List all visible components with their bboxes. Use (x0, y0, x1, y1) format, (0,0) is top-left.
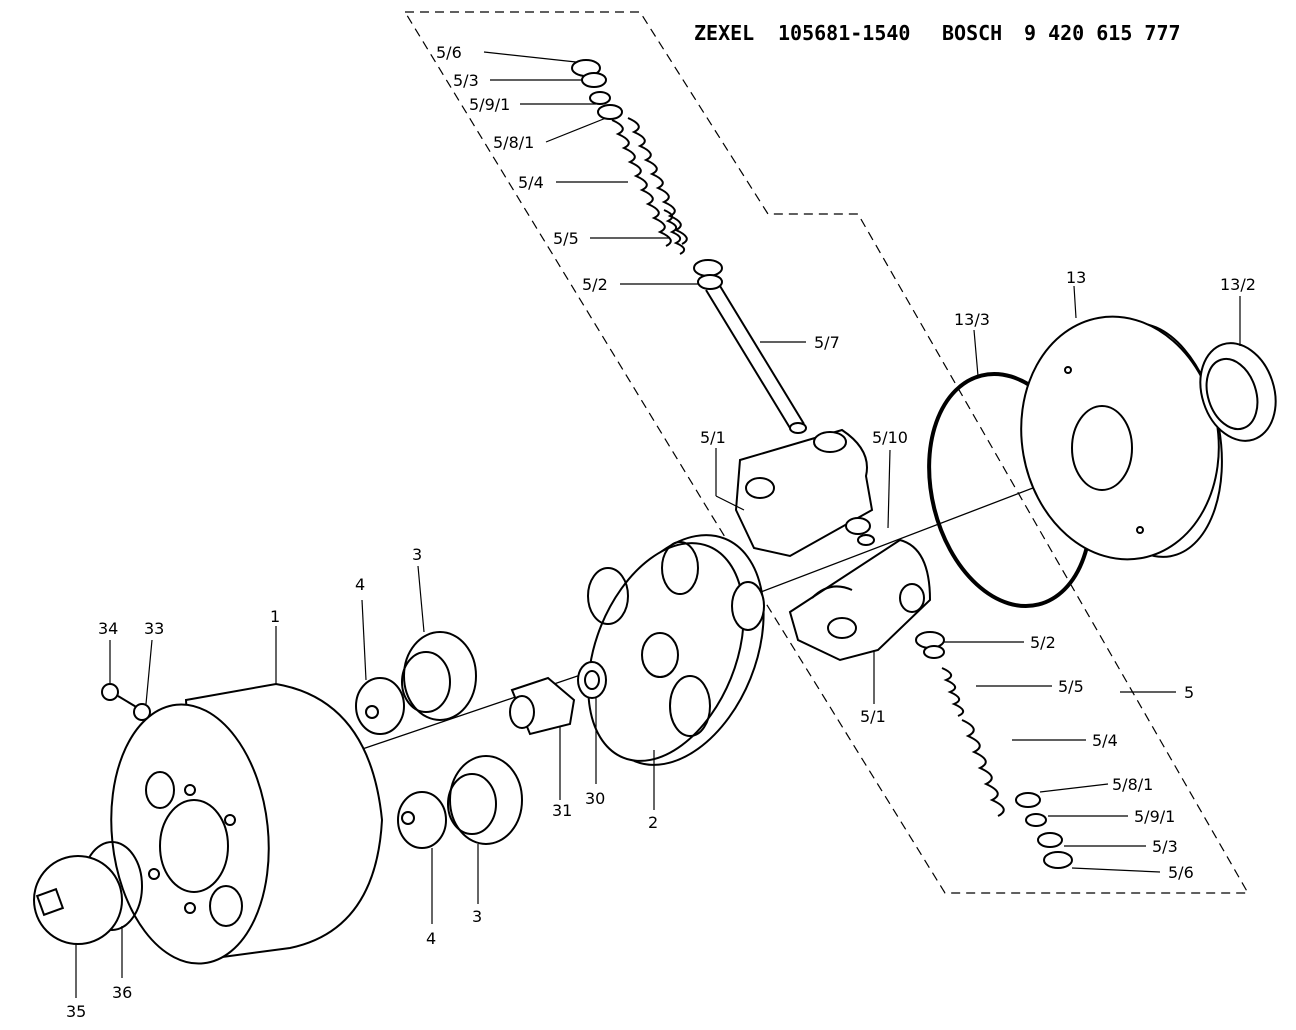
label-30: 30 (585, 789, 605, 808)
washer-and-sleeve (509, 661, 607, 736)
label-5-10: 5/10 (872, 428, 908, 447)
bearing-13-2 (1199, 342, 1277, 442)
screw-and-washer (101, 683, 151, 721)
label-13-2: 13/2 (1220, 275, 1256, 294)
label-31: 31 (552, 801, 572, 820)
header-brand-zexel: ZEXEL (694, 21, 754, 45)
callouts: 5/6 5/3 5/9/1 5/8/1 5/4 5/5 5/2 5/7 5/1 … (66, 43, 1256, 1021)
upper-cam-block (734, 428, 875, 558)
housing-1 (110, 682, 384, 965)
label-3-top: 3 (412, 545, 422, 564)
label-34: 34 (98, 619, 118, 638)
label-4-top: 4 (355, 575, 365, 594)
lower-cam-block (788, 538, 932, 662)
label-5-2-top: 5/2 (582, 275, 608, 294)
assembly-5-boundary (403, 11, 1250, 894)
label-3-bottom: 3 (472, 907, 482, 926)
label-13-3: 13/3 (954, 310, 990, 329)
header-bosch-part-number: 9 420 615 777 (1024, 21, 1181, 45)
plug-and-ring (33, 841, 143, 945)
label-5-5-top: 5/5 (553, 229, 579, 248)
label-5-1-top: 5/1 (700, 428, 726, 447)
label-5-8-1-top: 5/8/1 (493, 133, 534, 152)
label-5-4-bottom: 5/4 (1092, 731, 1118, 750)
label-5-3-top: 5/3 (453, 71, 479, 90)
label-5-1-bottom: 5/1 (860, 707, 886, 726)
label-5-2-bottom: 5/2 (1030, 633, 1056, 652)
upper-plunger-pair (355, 631, 477, 735)
label-36: 36 (112, 983, 132, 1002)
label-5-5-bottom: 5/5 (1058, 677, 1084, 696)
label-2: 2 (648, 813, 658, 832)
cover-13 (1020, 315, 1223, 561)
label-35: 35 (66, 1002, 86, 1021)
upper-valve-stack (571, 59, 807, 434)
lower-plunger-pair (397, 755, 523, 849)
label-5-7: 5/7 (814, 333, 840, 352)
plate-2 (587, 534, 765, 766)
label-5-3-bottom: 5/3 (1152, 837, 1178, 856)
header: ZEXEL 105681-1540 BOSCH 9 420 615 777 (694, 21, 1181, 45)
label-5-9-1-top: 5/9/1 (469, 95, 510, 114)
label-5: 5 (1184, 683, 1194, 702)
label-5-6-bottom: 5/6 (1168, 863, 1194, 882)
header-brand-bosch: BOSCH (942, 21, 1002, 45)
label-33: 33 (144, 619, 164, 638)
lower-valve-stack (915, 631, 1073, 869)
label-5-6-top: 5/6 (436, 43, 462, 62)
label-5-9-1-bottom: 5/9/1 (1134, 807, 1175, 826)
header-zexel-part-number: 105681-1540 (778, 21, 910, 45)
label-13: 13 (1066, 268, 1086, 287)
label-4-bottom: 4 (426, 929, 436, 948)
label-5-4-top: 5/4 (518, 173, 544, 192)
label-5-8-1-bottom: 5/8/1 (1112, 775, 1153, 794)
label-1: 1 (270, 607, 280, 626)
